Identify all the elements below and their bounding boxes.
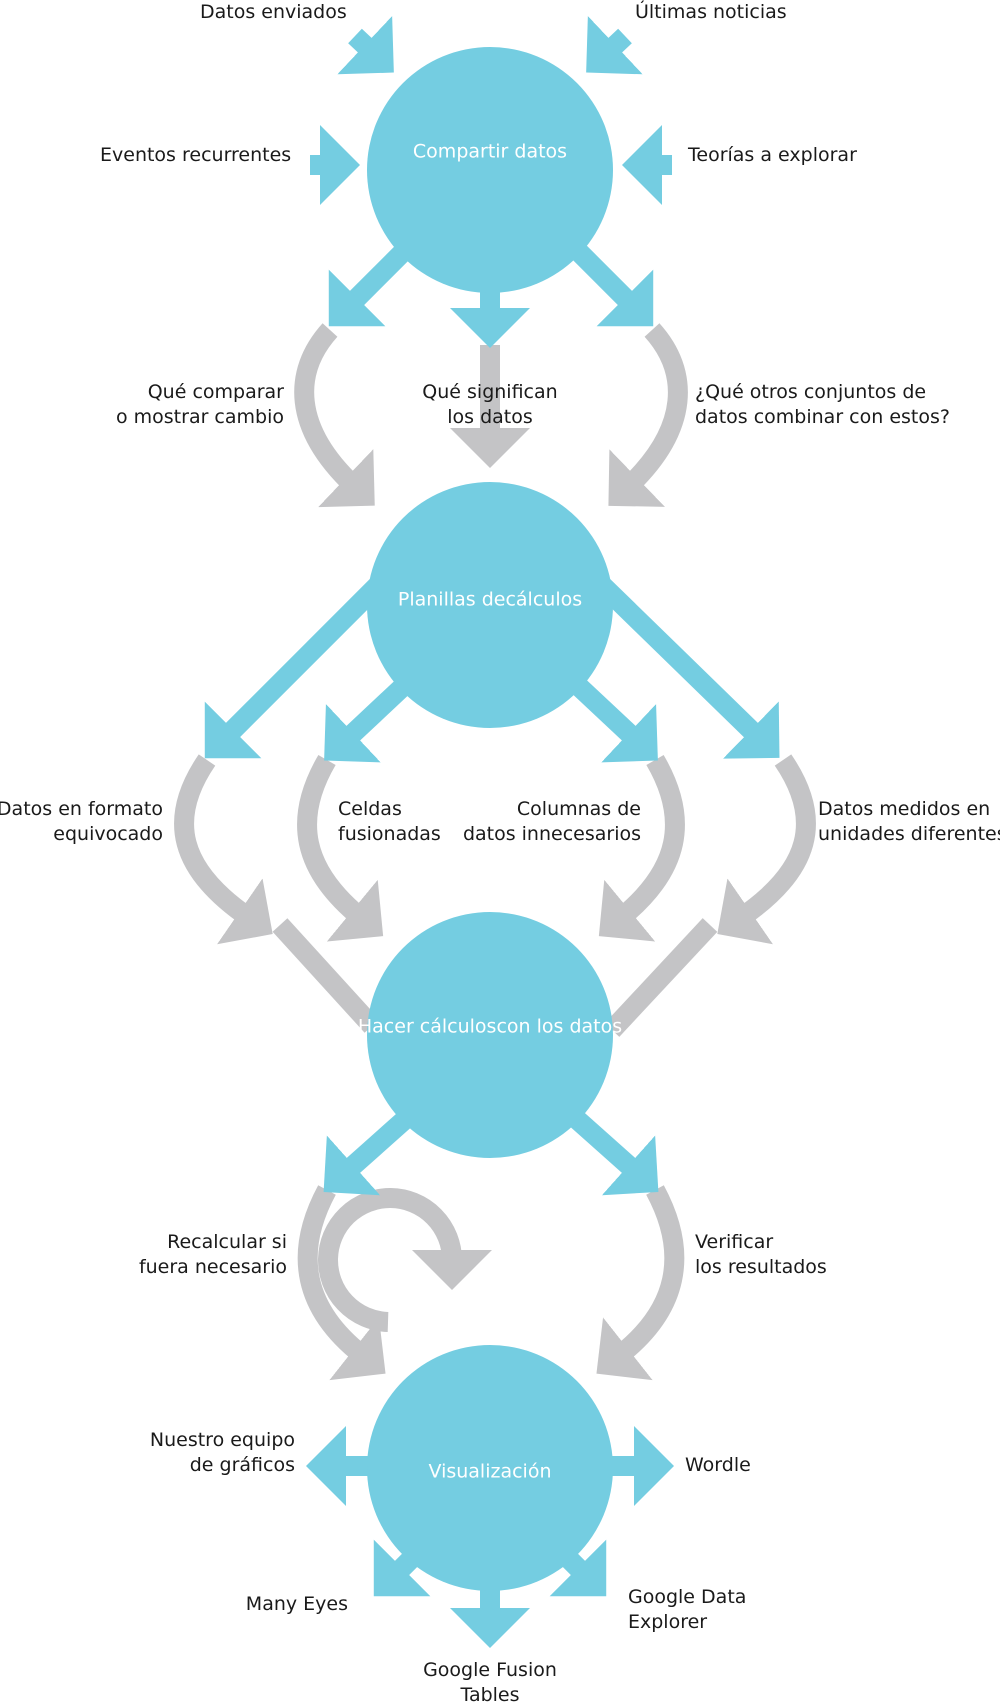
label-line: fuera necesario <box>138 1256 287 1278</box>
gray-arrow-unidades <box>717 754 816 945</box>
arrow-to-columnas <box>565 672 658 763</box>
label-line: cálculos <box>505 588 583 611</box>
label-line: Qué comparar <box>147 381 284 403</box>
label-formato: Datos en formato equivocado <box>0 797 163 847</box>
label-ultimas-noticias: Últimas noticias <box>635 0 787 25</box>
arrow-ultimas-noticias <box>586 16 643 75</box>
node-compartir-label: Compartir datos <box>413 140 567 165</box>
label-line: de gráficos <box>189 1454 295 1476</box>
label-significan: Qué significan los datos <box>422 380 557 430</box>
label-line: Recalcular si <box>167 1231 287 1253</box>
arrow-datos-enviados <box>337 16 394 75</box>
label-line: Verificar <box>695 1231 774 1253</box>
node-planillas-label: Planillas decálculos <box>398 588 582 613</box>
label-line: Datos medidos en <box>818 798 991 820</box>
arrow-to-conjuntos <box>564 237 654 327</box>
node-hacer <box>367 912 613 1158</box>
label-line: fusionadas <box>338 823 441 845</box>
label-line: unidades diferentes <box>818 823 1000 845</box>
label-conjuntos: ¿Qué otros conjuntos de datos combinar co… <box>695 380 950 430</box>
label-datos-enviados: Datos enviados <box>200 0 347 25</box>
node-hacer-label: Hacer cálculoscon los datos <box>358 1015 622 1040</box>
label-line: Eventos recurrentes <box>100 144 292 166</box>
label-line: Columnas de <box>516 798 641 820</box>
gray-arrow-columnas <box>598 754 685 942</box>
label-line: Celdas <box>338 798 402 820</box>
label-line: Tables <box>460 1684 520 1706</box>
arrow-to-recalcular <box>323 1107 417 1196</box>
label-line: los resultados <box>695 1256 827 1278</box>
gray-arrow-comparar <box>294 323 375 508</box>
loop-arrow <box>318 1188 492 1332</box>
arrow-to-formato <box>204 577 386 759</box>
gray-arrow-conjuntos <box>608 323 688 507</box>
gray-arrow-formato <box>174 754 273 945</box>
label-teorias: Teorías a explorar <box>688 143 857 168</box>
label-line: datos combinar con estos? <box>695 406 950 428</box>
label-line: Datos en formato <box>0 798 163 820</box>
arrow-to-verificar <box>565 1107 659 1196</box>
label-line: Compartir datos <box>412 140 568 163</box>
label-verificar: Verificar los resultados <box>695 1230 827 1280</box>
label-line: Many Eyes <box>245 1593 348 1615</box>
label-line: Google Fusion <box>423 1659 557 1681</box>
label-line: Visualización <box>428 1460 552 1483</box>
label-line: Últimas noticias <box>635 1 787 23</box>
label-line: Qué significan <box>422 381 558 403</box>
label-line: ¿Qué otros conjuntos de <box>695 381 927 403</box>
label-celdas: Celdas fusionadas <box>338 797 441 847</box>
node-visualizacion-label: Visualización <box>428 1460 551 1485</box>
label-unidades: Datos medidos en unidades diferentes <box>818 797 1000 847</box>
label-recalcular: Recalcular si fuera necesario <box>139 1230 287 1280</box>
label-line: Wordle <box>685 1454 751 1476</box>
label-line: los datos <box>447 406 533 428</box>
label-line: con los datos <box>496 1015 623 1038</box>
label-wordle: Wordle <box>685 1453 751 1478</box>
gray-arrow-verificar <box>596 1185 685 1381</box>
node-planillas <box>367 482 613 728</box>
gray-arrow-unidades-tail <box>604 918 718 1037</box>
node-compartir <box>367 47 613 293</box>
label-line: Planillas de <box>397 588 506 611</box>
label-line: Nuestro equipo <box>149 1429 295 1451</box>
arrow-to-celdas <box>324 672 417 763</box>
gray-arrow-recalcular <box>297 1185 386 1381</box>
label-line: Explorer <box>628 1611 708 1633</box>
arrow-to-unidades <box>595 577 780 759</box>
label-line: datos innecesarios <box>462 823 641 845</box>
label-line: Hacer cálculos <box>357 1015 497 1038</box>
label-eventos-recurrentes: Eventos recurrentes <box>100 143 291 168</box>
gray-arrow-celdas <box>297 754 384 942</box>
label-line: Google Data <box>628 1586 747 1608</box>
label-line: Datos enviados <box>200 1 347 23</box>
label-columnas: Columnas de datos innecesarios <box>463 797 641 847</box>
label-line: equivocado <box>53 823 163 845</box>
label-line: Teorías a explorar <box>688 144 857 166</box>
label-many-eyes: Many Eyes <box>246 1592 348 1617</box>
gray-arrow-formato-tail <box>272 918 380 1033</box>
label-comparar: Qué comparar o mostrar cambio <box>116 380 284 430</box>
node-visualizacion <box>367 1345 613 1591</box>
label-line: o mostrar cambio <box>115 406 284 428</box>
arrow-to-comparar <box>328 237 418 327</box>
label-equipo: Nuestro equipo de gráficos <box>150 1428 295 1478</box>
